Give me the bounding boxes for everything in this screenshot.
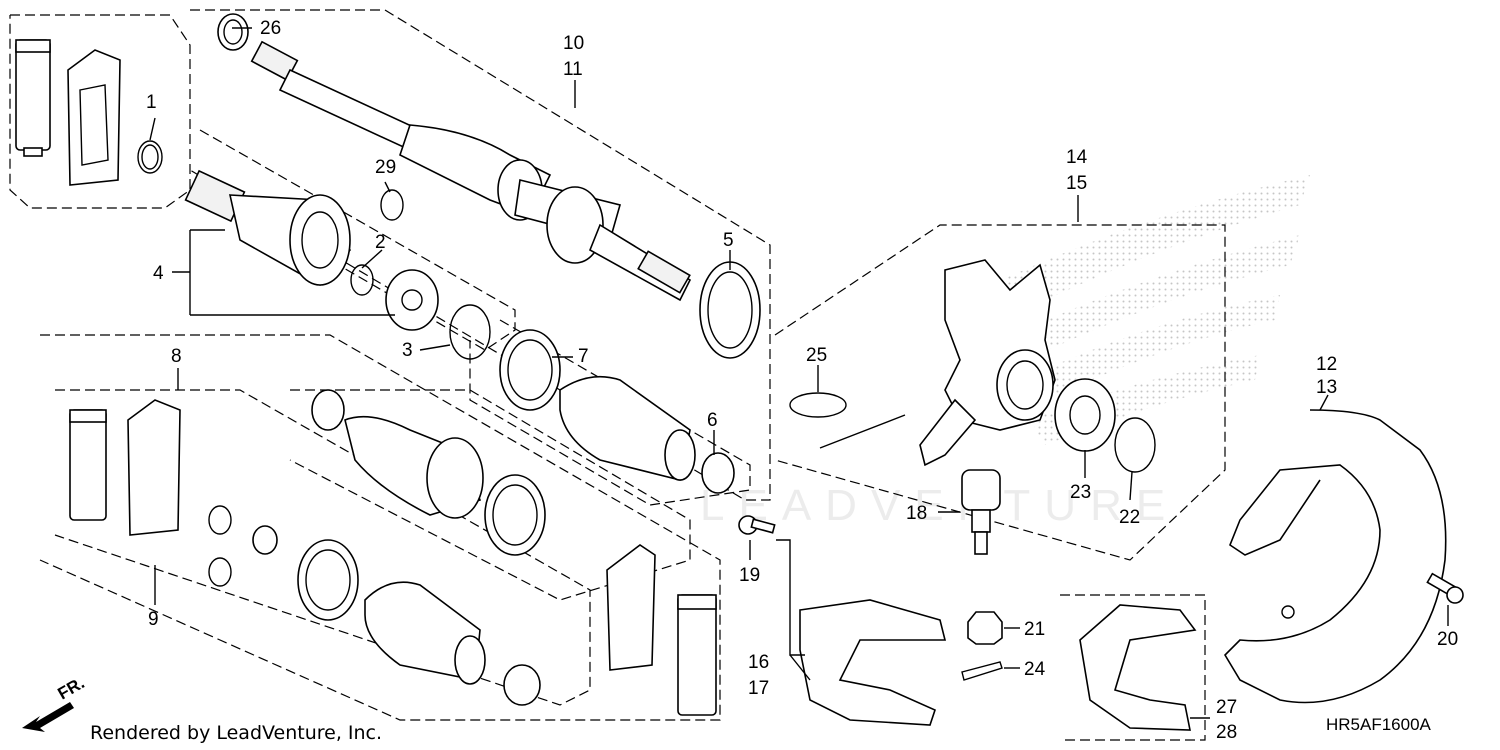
bracket-16	[799, 599, 947, 726]
callout-24[interactable]: 24	[1024, 659, 1046, 680]
callout-25[interactable]: 25	[806, 345, 827, 366]
grease-packet-top	[67, 49, 121, 186]
circlip-2	[350, 264, 374, 296]
boot-band-lower-2	[297, 539, 359, 621]
callout-22[interactable]: 22	[1119, 507, 1140, 528]
callout-8[interactable]: 8	[171, 346, 182, 367]
callout-1[interactable]: 1	[146, 92, 157, 113]
callout-29[interactable]: 29	[375, 157, 396, 178]
boot-band-6	[701, 452, 735, 494]
callout-27[interactable]: 27	[1216, 697, 1237, 718]
callout-3[interactable]: 3	[402, 340, 413, 361]
callout-28[interactable]: 28	[1216, 722, 1237, 743]
callout-11[interactable]: 11	[563, 59, 583, 80]
diagram-code: HR5AF1600A	[1326, 715, 1432, 734]
boot-band-lower-1	[484, 474, 546, 556]
grease-packet-kit8	[127, 399, 181, 536]
bolt-19	[738, 515, 776, 535]
boot-outer-lower	[364, 581, 486, 685]
callout-18[interactable]: 18	[906, 503, 927, 524]
callout-14[interactable]: 14	[1066, 147, 1088, 168]
callout-5[interactable]: 5	[723, 230, 734, 251]
roller-bearing	[385, 269, 439, 331]
boot-outer-upper	[344, 415, 484, 519]
callout-9[interactable]: 9	[148, 609, 159, 630]
grease-tube-kit8	[69, 409, 107, 521]
callout-21[interactable]: 21	[1024, 619, 1045, 640]
group-box-boot-kit-outer	[39, 334, 721, 721]
grease-tube-kit9	[677, 594, 717, 716]
group-box-boot-inner-lower	[289, 389, 691, 601]
callout-13[interactable]: 13	[1316, 377, 1337, 398]
callout-26[interactable]: 26	[260, 18, 281, 39]
grease-tube-top	[15, 39, 51, 157]
callout-16[interactable]: 16	[748, 652, 769, 673]
bracket-27	[1079, 604, 1197, 731]
cotter-pin-24	[961, 661, 1003, 681]
snap-ring-3	[449, 304, 491, 360]
group-box-knuckle-bracket	[1060, 594, 1206, 741]
credit-text: Rendered by LeadVenture, Inc.	[90, 722, 382, 744]
circlip-kit8-b	[252, 525, 278, 555]
group-box-driveshaft-assy	[189, 9, 771, 501]
boot-band-5	[699, 261, 761, 359]
boot-band-7	[499, 329, 561, 411]
knuckle	[919, 259, 1056, 467]
front-indicator-label: FR.	[55, 673, 88, 703]
callout-7[interactable]: 7	[578, 346, 589, 367]
dust-shield	[1223, 409, 1447, 704]
callout-10[interactable]: 10	[563, 33, 584, 54]
boot-clamp-lower-2	[503, 664, 541, 706]
callout-17[interactable]: 17	[748, 678, 769, 699]
circlip-29	[380, 189, 404, 221]
callout-4[interactable]: 4	[153, 263, 164, 284]
boot-clamp-26	[217, 13, 249, 51]
snap-ring-25	[789, 392, 847, 418]
snap-ring-22	[1114, 417, 1156, 473]
boot-inner	[559, 375, 696, 481]
driveshaft	[250, 40, 692, 302]
bolt-20	[1426, 572, 1464, 604]
boot-clamp-lower-1	[311, 389, 345, 431]
watermark-text: LEADVENTURE	[700, 481, 1179, 530]
callout-12[interactable]: 12	[1316, 354, 1337, 375]
circlip-kit8-a	[208, 505, 232, 535]
callout-6[interactable]: 6	[707, 410, 718, 431]
leader-lines	[149, 27, 1449, 719]
callout-19[interactable]: 19	[739, 565, 760, 586]
circlip-kit8-c	[208, 557, 232, 587]
wheel-bearing-23	[1054, 378, 1116, 452]
circlip-1	[137, 140, 163, 174]
ball-joint-18	[961, 469, 1001, 555]
front-arrow-icon	[22, 702, 74, 732]
callout-20[interactable]: 20	[1437, 629, 1458, 650]
callout-15[interactable]: 15	[1066, 173, 1087, 194]
inner-joint	[184, 169, 351, 287]
grease-packet-kit9	[606, 544, 656, 671]
castle-nut-21	[967, 611, 1003, 645]
callout-23[interactable]: 23	[1070, 482, 1091, 503]
group-box-grease-kit-top	[9, 14, 191, 209]
group-box-knuckle-assy	[774, 224, 1226, 561]
callout-2[interactable]: 2	[375, 232, 386, 253]
